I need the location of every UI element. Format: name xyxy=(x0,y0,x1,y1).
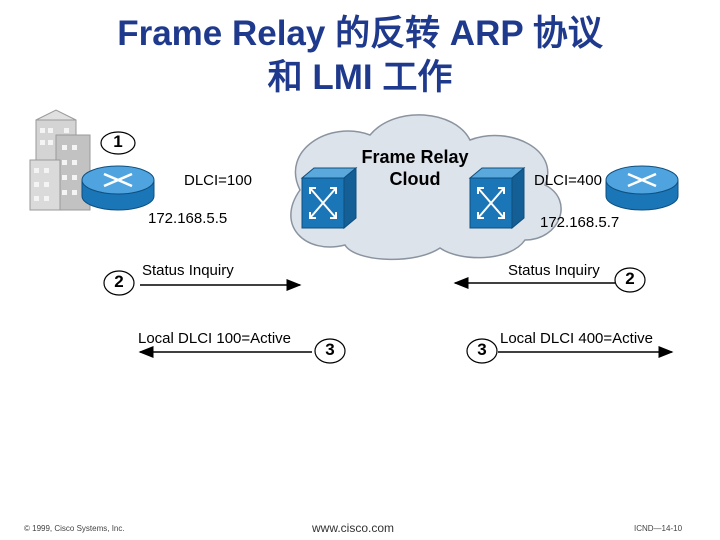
cloud-label-line-2: Cloud xyxy=(389,169,441,189)
step-3-left-oval xyxy=(314,338,346,364)
footer-website[interactable]: www.cisco.com xyxy=(312,521,395,535)
step-1-oval xyxy=(100,131,136,155)
status-inquiry-right-label: Status Inquiry xyxy=(508,262,600,279)
title-line-2: 和 LMI 工作 xyxy=(267,58,453,97)
router-left-icon xyxy=(81,165,155,211)
footer-copyright: © 1999, Cisco Systems, Inc. xyxy=(24,524,125,533)
step-1-number: 1 xyxy=(113,132,123,151)
step-2-left-oval xyxy=(103,270,135,296)
status-inquiry-left-label: Status Inquiry xyxy=(142,262,234,279)
left-dlci-label: DLCI=100 xyxy=(184,172,252,189)
title-line-1: Frame Relay 的反转 ARP 协议 xyxy=(117,14,603,53)
step-2-right-oval xyxy=(614,267,646,293)
right-dlci-label: DLCI=400 xyxy=(534,172,602,189)
step-3-left-number: 3 xyxy=(325,340,335,359)
step-3-right-oval xyxy=(466,338,498,364)
footer-page-number: ICND—14-10 xyxy=(634,524,683,533)
lmi-left-label: Local DLCI 100=Active xyxy=(138,330,292,347)
router-right-icon xyxy=(605,165,679,211)
fr-switch-right-icon xyxy=(468,166,526,230)
step-2-left-number: 2 xyxy=(114,272,124,291)
cloud-label: Frame Relay Cloud xyxy=(350,146,480,190)
lmi-right-label: Local DLCI 400=Active xyxy=(500,330,654,347)
building-icon xyxy=(29,109,91,211)
step-3-right-number: 3 xyxy=(477,340,487,359)
fr-switch-left-icon xyxy=(300,166,358,230)
left-ip-label: 172.168.5.5 xyxy=(148,210,228,227)
slide-title: Frame Relay 的反转 ARP 协议 和 LMI 工作 xyxy=(0,12,720,100)
right-ip-label: 172.168.5.7 xyxy=(540,214,620,231)
step-2-right-number: 2 xyxy=(625,269,635,288)
cloud-label-line-1: Frame Relay xyxy=(361,147,469,167)
